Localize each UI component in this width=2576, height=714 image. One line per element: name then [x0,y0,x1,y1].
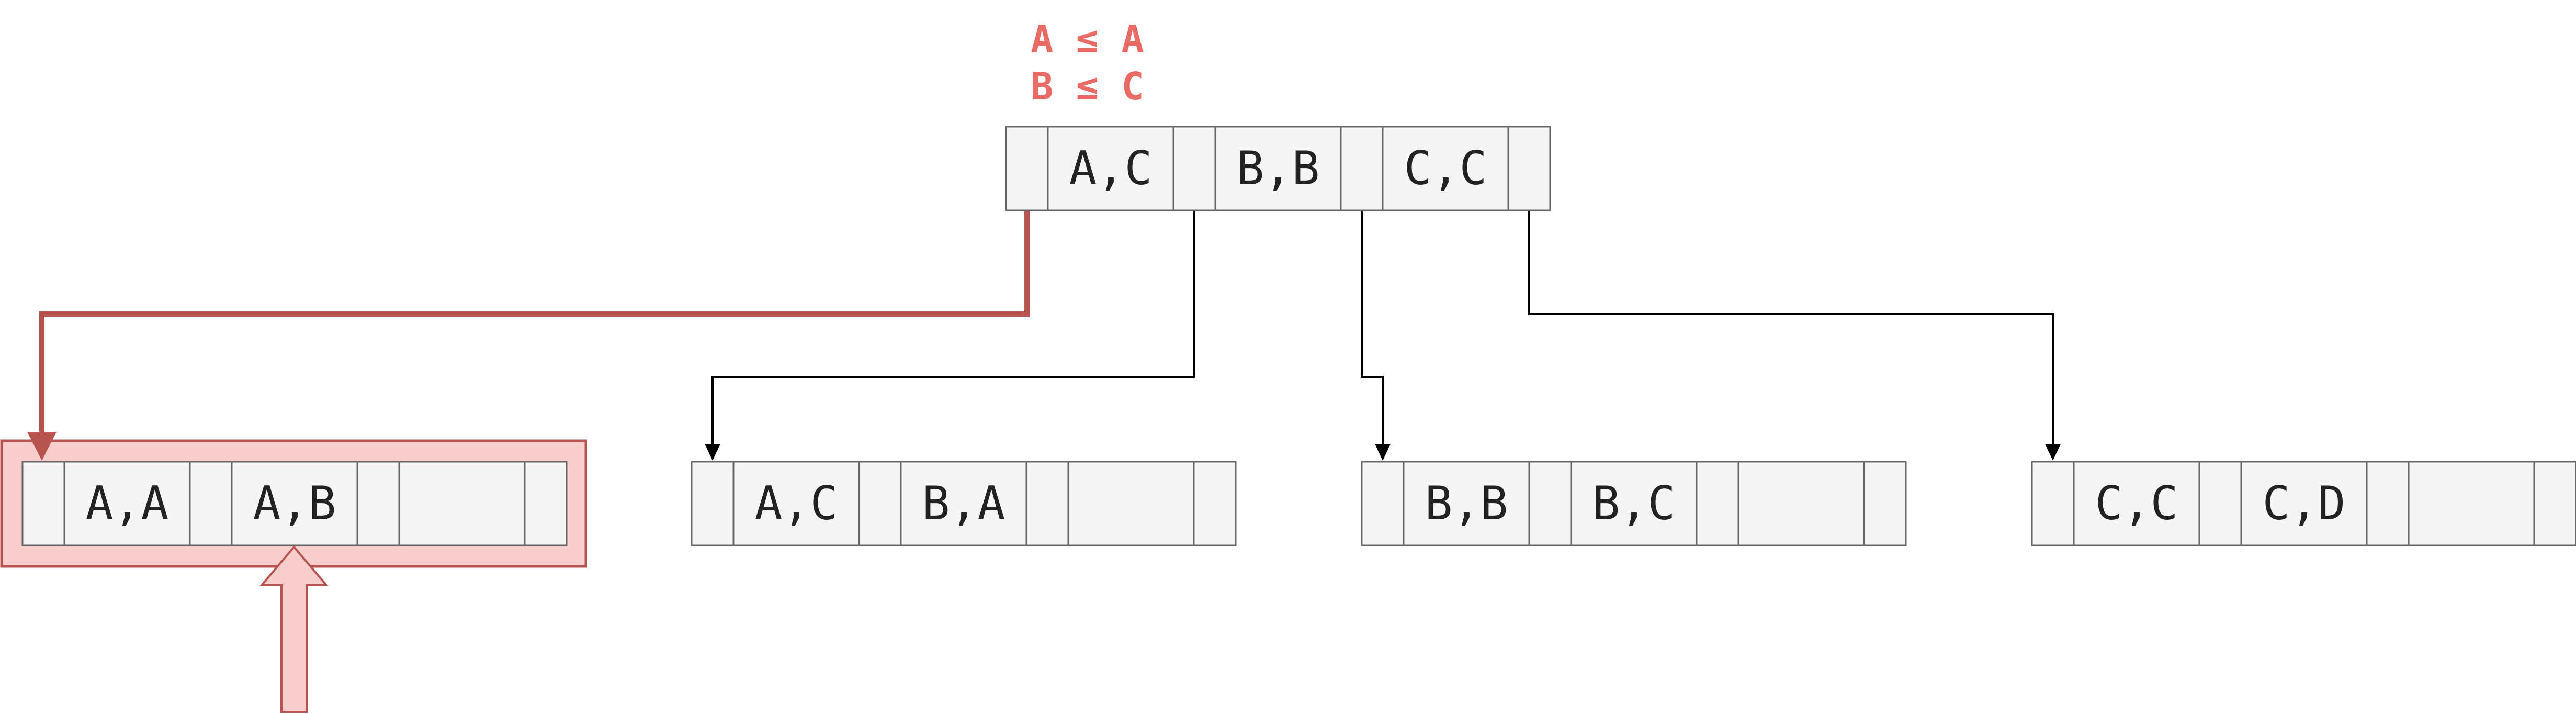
key-cell [2240,461,2368,546]
key-cell [1214,126,1342,211]
key-cell [398,461,526,546]
root-node: A,C B,B C,C [1005,126,1551,211]
key-label: C,C [2095,476,2178,530]
edge-arrowhead-leaf-2 [705,444,720,461]
pointer-cell [2031,461,2075,546]
pointer-cell [2366,461,2410,546]
pointer-cell [524,461,568,546]
up-arrow-icon [259,545,329,713]
pointer-cell [2198,461,2242,546]
key-cell [231,461,358,546]
edge-arrowhead-leaf-3 [1375,444,1391,461]
pointer-cell [1172,126,1216,211]
pointer-cell [21,461,65,546]
key-cell [1737,461,1865,546]
key-label: B,B [1237,141,1320,195]
pointer-cell [1528,461,1572,546]
key-cell [1403,461,1530,546]
pointer-cell [1863,461,1907,546]
key-label: A,B [253,476,336,530]
edge-root-to-leaf-4 [1528,210,2054,449]
key-label: B,C [1592,476,1676,530]
pointer-cell [2533,461,2576,546]
leaf-node-2: A,C B,A [691,461,1237,546]
edge-arrowhead-leaf-1 [27,432,57,461]
key-cell [1067,461,1195,546]
pointer-cell [858,461,902,546]
pointer-cell [1507,126,1551,211]
key-label: B,B [1425,476,1508,530]
key-cell [1570,461,1698,546]
key-cell [2408,461,2535,546]
pointer-cell [1193,461,1237,546]
leaf-node-4: C,C C,D [2031,461,2576,546]
leaf-node-1: A,A A,B [21,461,568,546]
pointer-cell [189,461,233,546]
edge-root-to-leaf-3 [1361,210,1384,449]
nodes: A,C B,B C,C A,A A,B A,C B,A B,B B,C C,C C,D [21,126,2576,546]
edge-root-to-leaf-2 [711,210,1195,449]
edges [27,210,2061,461]
key-label: A,A [86,476,169,530]
key-cell [2073,461,2200,546]
leaf-node-3: B,B B,C [1361,461,1907,546]
edge-arrowhead-leaf-4 [2045,444,2061,461]
pointer-cell [1361,461,1405,546]
edge-root-to-leaf-1 [39,210,1030,449]
key-label: C,C [1404,141,1487,195]
pointer-cell [356,461,400,546]
key-label: A,C [755,476,838,530]
pointer-cell [1696,461,1739,546]
condition-line-2: B ≤ C [1031,64,1144,108]
key-cell [1047,126,1174,211]
key-label: C,D [2263,476,2346,530]
key-label: A,C [1069,141,1153,195]
pointer-cell [1340,126,1384,211]
pointer-cell [691,461,735,546]
pointer-cell [1005,126,1049,211]
key-label: B,A [922,476,1005,530]
pointer-cell [1025,461,1069,546]
condition-line-1: A ≤ A [1031,17,1144,61]
